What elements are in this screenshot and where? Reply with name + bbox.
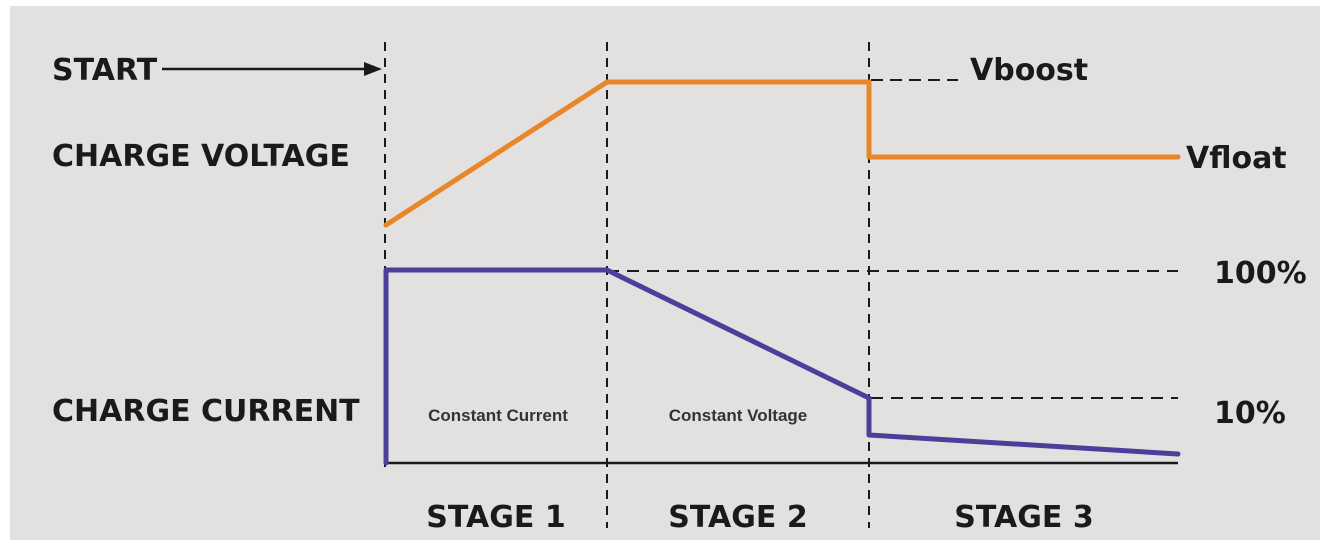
background-panel xyxy=(10,6,1320,540)
vboost-label: Vboost xyxy=(970,53,1088,88)
charge-voltage-label: CHARGE VOLTAGE xyxy=(52,139,350,174)
charge-current-curve xyxy=(383,267,1181,466)
percent-10-label: 10% xyxy=(1214,396,1286,431)
charge-current-label: CHARGE CURRENT xyxy=(52,394,360,429)
percent-100-label: 100% xyxy=(1214,256,1307,291)
constant-voltage-label: Constant Voltage xyxy=(669,406,808,425)
stage-2-label: STAGE 2 xyxy=(668,500,807,535)
constant-current-label: Constant Current xyxy=(428,406,568,425)
charge-voltage-curve xyxy=(383,79,1181,228)
stage-1-label: STAGE 1 xyxy=(426,500,565,535)
stage-3-label: STAGE 3 xyxy=(954,500,1093,535)
vfloat-label: Vfloat xyxy=(1186,141,1287,176)
start-label: START xyxy=(52,53,158,88)
start-arrow-head xyxy=(364,62,382,76)
